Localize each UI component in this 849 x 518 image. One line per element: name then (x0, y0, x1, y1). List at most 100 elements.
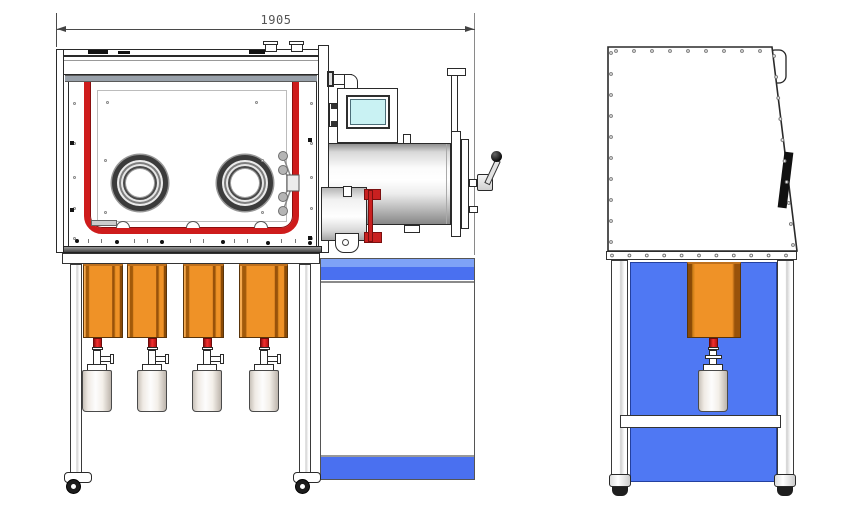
filter-column (127, 264, 167, 338)
canister-tube (93, 350, 101, 366)
canister-spout (100, 356, 112, 362)
door-flange-outer (451, 131, 461, 237)
feedthrough-cutout (186, 221, 200, 228)
rivet-dot (627, 253, 632, 258)
filter-column (183, 264, 224, 338)
box-bottom-strip (63, 246, 322, 253)
cabinet-band-bottom (321, 457, 474, 479)
caster-body (293, 472, 321, 483)
feedthrough-cutout (254, 221, 268, 228)
frame-bolt-square (308, 236, 312, 240)
valve-stem-red (92, 338, 102, 350)
rivet-dot (632, 49, 636, 53)
lever-ball-knob (491, 151, 502, 162)
support-bracket-top (447, 68, 466, 76)
valve-collar (258, 347, 270, 350)
header-gray-strip (65, 75, 317, 82)
valve-collar (91, 347, 103, 350)
bracket-screw (331, 104, 337, 109)
door-bolt (469, 206, 478, 213)
dimension-value: 1905 (260, 13, 292, 27)
frame-bolt-square (70, 141, 74, 145)
frame-screw-dot (309, 102, 313, 105)
frame-screw-dot (72, 102, 76, 105)
tube-lug (343, 186, 352, 197)
bottom-bolt (160, 240, 164, 244)
top-tab (118, 51, 130, 54)
hanger-bracket (335, 233, 359, 253)
rivet-dot (731, 253, 736, 258)
glass-mount-dot (261, 211, 264, 214)
side-box-outline (607, 46, 798, 258)
frame-screw-dot (309, 237, 313, 240)
canister-tube (203, 350, 211, 366)
leveling-foot-base (612, 487, 628, 496)
canister-neck (197, 364, 217, 371)
canister-tube (260, 350, 268, 366)
top-tab (249, 50, 265, 54)
frame-bolt-square (308, 138, 312, 142)
valve-stem-red (202, 338, 212, 350)
cabinet-trim-top (321, 281, 474, 283)
clamp-tab-top (364, 189, 381, 200)
side-handle (767, 49, 787, 84)
leveling-foot-cap (774, 474, 796, 487)
frame-screw-dot (72, 207, 76, 210)
rivet-dot (609, 135, 613, 139)
stand-leg-right (299, 264, 311, 477)
canister-spout (267, 356, 279, 362)
side-leg-front (777, 260, 794, 477)
cylinder-foot (404, 225, 420, 233)
antechamber-cylinder (328, 143, 451, 225)
cabinet-band-light (321, 259, 474, 267)
valve-collar (201, 347, 213, 350)
bottom-tick (234, 239, 235, 243)
bracket-screw (331, 121, 337, 126)
window-frame (68, 81, 317, 247)
frame-screw-dot (72, 176, 76, 179)
rivet-dot (758, 49, 762, 53)
filter-canister (192, 370, 222, 412)
filter-column (83, 264, 123, 338)
frame-screw-dot (72, 237, 76, 240)
rivet-dot (776, 96, 781, 100)
rivet-dot (740, 49, 744, 53)
rivet-dot (668, 49, 672, 53)
bottom-tick (281, 239, 282, 243)
filter-canister (82, 370, 112, 412)
rivet-dot (662, 253, 667, 258)
canister-neck (142, 364, 162, 371)
rivet-dot (778, 117, 783, 121)
spout-end (165, 354, 169, 364)
bottom-tick (101, 239, 102, 243)
controller-housing (337, 88, 398, 143)
bottom-tick (295, 239, 296, 243)
caster-wheel (66, 479, 81, 494)
top-edge (63, 49, 319, 56)
bottom-tick (88, 239, 89, 243)
rivet-dot (749, 253, 754, 258)
rivet-dot (609, 51, 613, 55)
tube-ring (704, 355, 722, 359)
clamp-tab-bottom (364, 232, 382, 243)
rivet-dot (609, 177, 613, 181)
valve-stem-red (147, 338, 157, 350)
rivet-dot (697, 253, 701, 258)
side-leg-rear (611, 260, 628, 477)
pipe-horizontal (333, 74, 352, 85)
lever-shaft (469, 179, 477, 187)
rivet-dot (784, 180, 789, 184)
glove-port-right (217, 155, 273, 211)
rivet-dot (614, 49, 618, 53)
feedthrough-cutout (116, 221, 130, 228)
rivet-dot (774, 75, 779, 79)
lever-arm (484, 159, 501, 186)
rivet-dot (644, 253, 649, 258)
frame-screw-dot (309, 176, 313, 179)
rivet-dot (786, 201, 791, 205)
rivet-dot (784, 253, 788, 258)
filter-canister (137, 370, 167, 412)
